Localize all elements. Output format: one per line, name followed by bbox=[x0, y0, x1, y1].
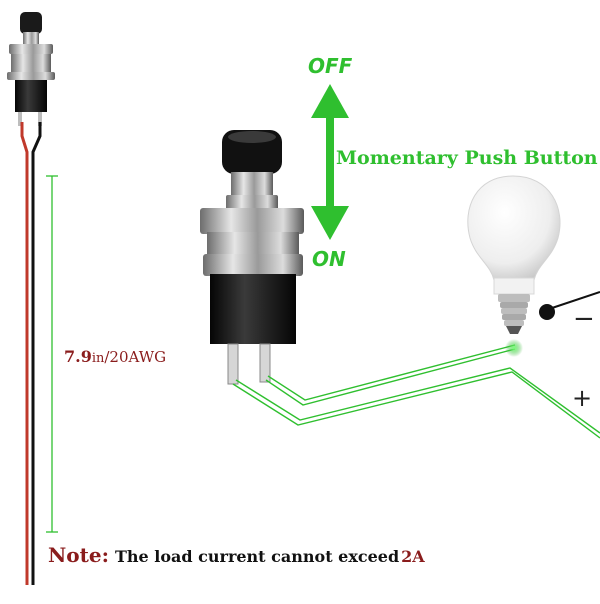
wire-gauge: /20AWG bbox=[104, 348, 167, 366]
push-button-switch-icon bbox=[200, 130, 304, 385]
bulb-contacts bbox=[505, 291, 600, 357]
off-label: OFF bbox=[308, 54, 353, 78]
wire-pair bbox=[20, 122, 42, 585]
wire-length-label: 7.9in/20AWG bbox=[64, 347, 166, 366]
wire-length-unit: in bbox=[91, 351, 105, 366]
wire-length-value: 7.9 bbox=[64, 347, 92, 366]
note-text: The load current cannot exceed bbox=[114, 547, 400, 566]
length-dimension bbox=[46, 175, 58, 533]
note-prefix: Note: bbox=[48, 543, 109, 567]
positive-terminal-label: + bbox=[572, 384, 593, 412]
on-label: ON bbox=[312, 247, 346, 271]
diagram-title: Momentary Push Button bbox=[336, 147, 598, 169]
circuit-wires bbox=[232, 344, 600, 439]
negative-terminal-label: − bbox=[573, 304, 595, 334]
small-switch-icon bbox=[7, 12, 55, 126]
double-arrow-icon bbox=[311, 84, 349, 240]
note-value: 2A bbox=[401, 547, 425, 566]
light-bulb-icon bbox=[467, 175, 561, 334]
